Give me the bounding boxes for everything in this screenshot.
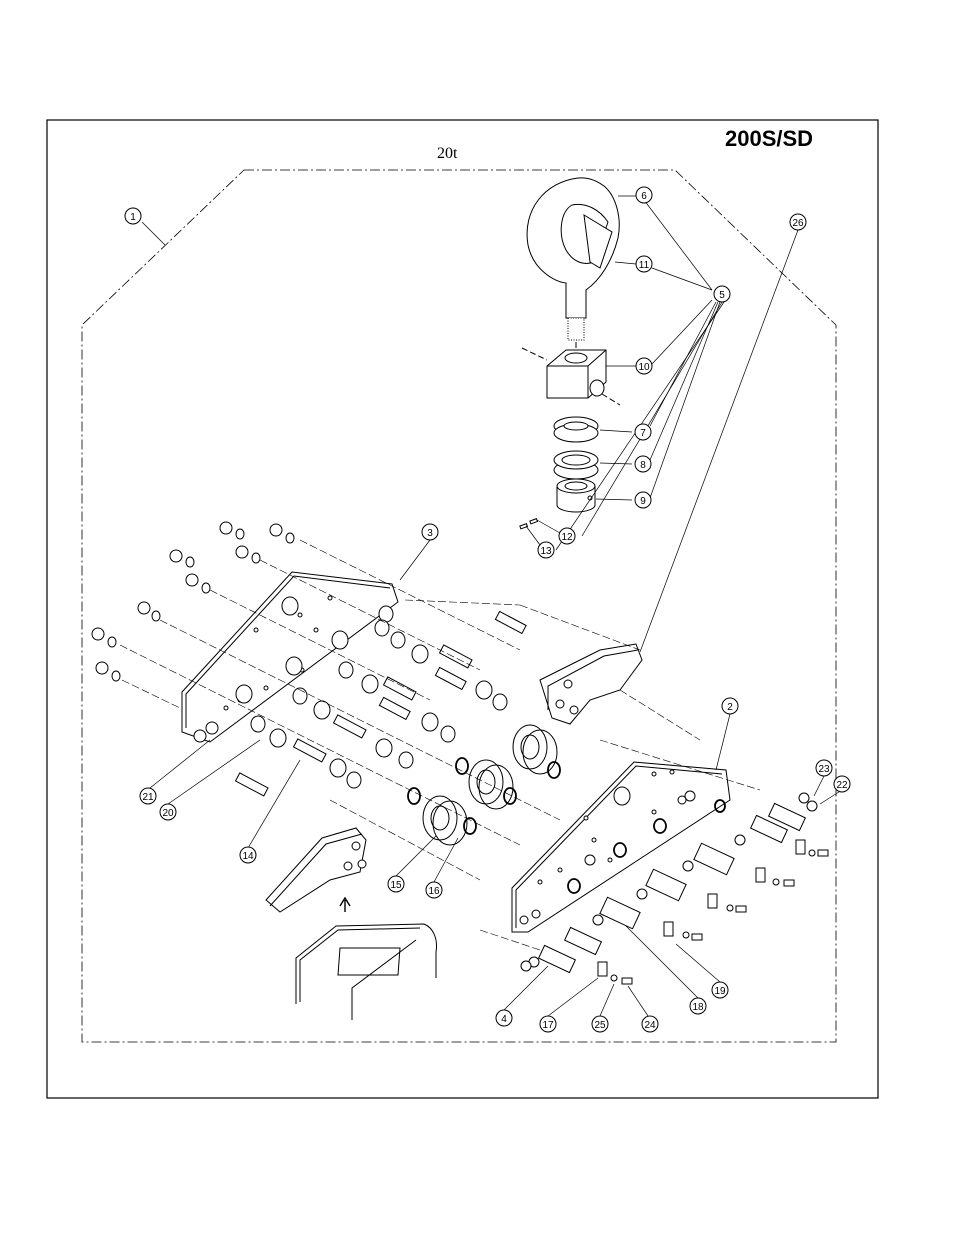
- callout-2: 2: [721, 697, 739, 715]
- callouts: 1 2 3 4 5 6 7 8 9 10 11 12 13 14 15 16 1…: [124, 186, 851, 1033]
- svg-text:25: 25: [594, 1020, 606, 1031]
- safety-latch: [583, 214, 613, 269]
- rollers: [537, 802, 807, 974]
- circlips: [407, 757, 726, 894]
- callout-15: 15: [387, 875, 405, 893]
- svg-text:5: 5: [719, 290, 725, 301]
- callout-19: 19: [711, 981, 729, 999]
- hook-shank-thread: [567, 317, 585, 341]
- svg-text:9: 9: [640, 496, 646, 507]
- assembly-boundary: [81, 169, 837, 1043]
- sheave-3: [422, 795, 468, 846]
- svg-text:8: 8: [640, 460, 646, 471]
- rear-side-plate: [181, 571, 399, 743]
- callout-8: 8: [634, 455, 652, 473]
- callout-17: 17: [539, 1015, 557, 1033]
- hook-assembly: [519, 177, 621, 530]
- svg-text:17: 17: [542, 1020, 554, 1031]
- model-title: 200S/SD: [725, 126, 813, 151]
- svg-text:19: 19: [714, 986, 726, 997]
- svg-text:16: 16: [428, 886, 440, 897]
- front-side-plate: [511, 761, 731, 933]
- sheave-2: [468, 759, 514, 810]
- svg-text:1: 1: [130, 212, 136, 223]
- callout-20: 20: [159, 803, 177, 821]
- yoke-lower: [265, 827, 367, 913]
- capacity-label: 20t: [437, 145, 458, 162]
- callout-18: 18: [689, 997, 707, 1015]
- svg-text:7: 7: [640, 428, 646, 439]
- callout-11: 11: [635, 255, 653, 273]
- callout-22: 22: [833, 775, 851, 793]
- callout-26: 26: [789, 213, 807, 231]
- callout-21: 21: [139, 787, 157, 805]
- svg-text:10: 10: [638, 362, 650, 373]
- yoke-upper: [539, 643, 643, 725]
- callout-7: 7: [634, 423, 652, 441]
- svg-text:14: 14: [242, 851, 254, 862]
- svg-text:13: 13: [540, 546, 552, 557]
- assembly-lines: [119, 539, 761, 951]
- sheave-1: [512, 724, 558, 775]
- callout-25: 25: [591, 1015, 609, 1033]
- drawing-frame: [46, 119, 879, 1099]
- svg-text:18: 18: [692, 1002, 704, 1013]
- svg-text:24: 24: [644, 1020, 656, 1031]
- callout-23: 23: [815, 759, 833, 777]
- svg-text:22: 22: [836, 780, 848, 791]
- shafts-and-spacers: [234, 605, 527, 797]
- hook-block-body: [295, 896, 437, 1020]
- svg-text:23: 23: [818, 764, 830, 775]
- svg-text:3: 3: [427, 528, 433, 539]
- svg-text:11: 11: [639, 260, 650, 271]
- callout-5: 5: [713, 285, 731, 303]
- callout-16: 16: [425, 881, 443, 899]
- svg-text:20: 20: [162, 808, 174, 819]
- svg-text:4: 4: [501, 1014, 507, 1025]
- callout-12: 12: [558, 527, 576, 545]
- lock-plates-and-bolts: [597, 839, 829, 985]
- svg-text:6: 6: [641, 191, 647, 202]
- callout-3: 3: [421, 523, 439, 541]
- callout-1: 1: [124, 207, 142, 225]
- callout-9: 9: [634, 491, 652, 509]
- svg-text:26: 26: [792, 218, 804, 229]
- leader-lines: [141, 195, 843, 1017]
- svg-text:21: 21: [142, 792, 154, 803]
- callout-4: 4: [495, 1009, 513, 1027]
- svg-text:15: 15: [390, 880, 402, 891]
- svg-text:2: 2: [727, 702, 733, 713]
- callout-10: 10: [635, 357, 653, 375]
- callout-24: 24: [641, 1015, 659, 1033]
- sheaves: [422, 724, 558, 846]
- callout-13: 13: [537, 541, 555, 559]
- nuts-and-washers: [91, 521, 818, 972]
- callout-6: 6: [635, 186, 653, 204]
- callout-14: 14: [239, 846, 257, 864]
- svg-text:12: 12: [561, 532, 573, 543]
